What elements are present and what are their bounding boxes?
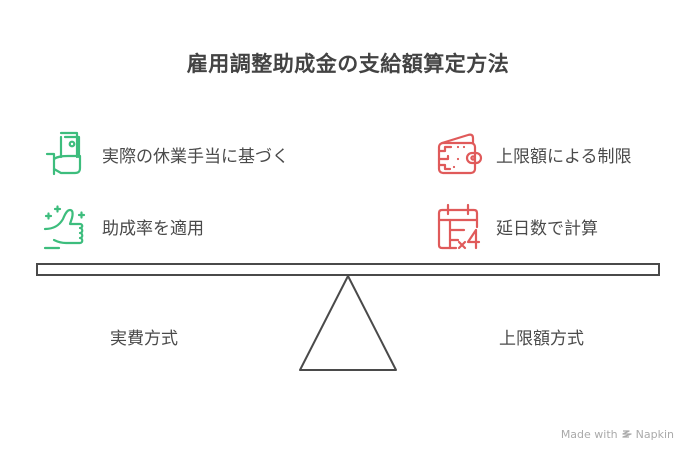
left-side-label: 実費方式 — [110, 329, 178, 349]
napkin-logo-icon — [621, 429, 632, 438]
calendar-multiply-icon — [434, 200, 486, 252]
right-item-label: 上限額による制限 — [496, 146, 632, 167]
right-side-label: 上限額方式 — [499, 329, 584, 349]
left-item-label: 実際の休業手当に基づく — [102, 146, 289, 167]
left-item-subsidy-rate: 助成率を適用 — [40, 200, 204, 252]
seesaw-fulcrum — [299, 275, 397, 371]
footer-brand: Napkin — [635, 428, 674, 441]
seesaw-beam — [36, 263, 660, 276]
right-item-limit: 上限額による制限 — [434, 128, 632, 180]
right-item-days: 延日数で計算 — [434, 200, 598, 252]
wallet-icon — [434, 128, 486, 180]
hand-holding-money-icon — [40, 128, 92, 180]
footer-text: Made with — [560, 428, 618, 441]
left-item-actual-allowance: 実際の休業手当に基づく — [40, 128, 289, 180]
left-item-label: 助成率を適用 — [102, 218, 204, 239]
footer-watermark: Made with Napkin — [561, 428, 674, 441]
thumbs-up-sparkle-icon — [40, 200, 92, 252]
diagram-title: 雇用調整助成金の支給額算定方法 — [186, 52, 510, 76]
right-item-label: 延日数で計算 — [496, 218, 598, 239]
